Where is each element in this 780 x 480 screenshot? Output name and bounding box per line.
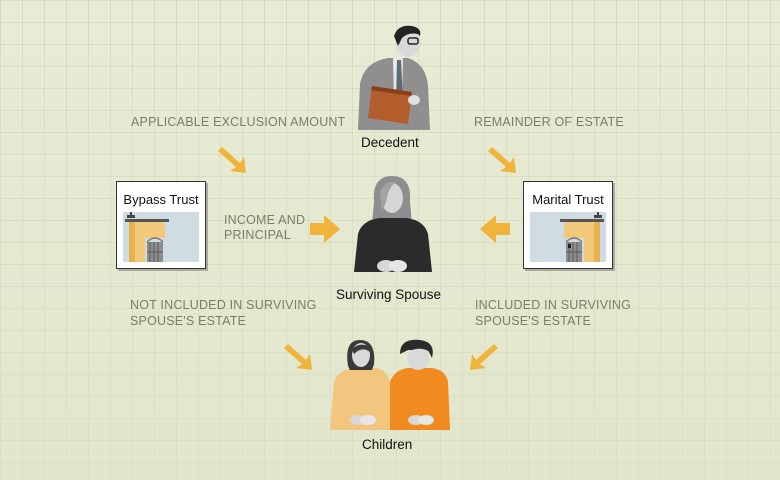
exclusion-label: APPLICABLE EXCLUSION AMOUNT <box>131 115 346 129</box>
income-label-line2: PRINCIPAL <box>224 228 291 242</box>
arrow-marital-to-children-icon <box>470 344 498 370</box>
decedent-figure <box>348 24 438 130</box>
spouse-label: Surviving Spouse <box>336 287 442 302</box>
folder <box>368 86 412 124</box>
arrow-bypass-to-children-icon <box>284 344 312 370</box>
marital-trust-vault-image <box>530 212 606 262</box>
not-included-label-line1: NOT INCLUDED IN SURVIVING <box>130 298 317 312</box>
bypass-trust-vault-image <box>123 212 199 262</box>
surviving-spouse-figure <box>352 172 434 280</box>
remainder-label: REMAINDER OF ESTATE <box>474 115 624 129</box>
included-label-line2: SPOUSE'S ESTATE <box>475 314 592 328</box>
income-label-line1: INCOME AND <box>224 213 306 227</box>
arrow-to-marital-icon <box>488 147 516 173</box>
bypass-trust-title: Bypass Trust <box>123 192 199 207</box>
children-figure <box>328 336 452 432</box>
bypass-trust-card: Bypass Trust <box>116 181 206 269</box>
children-label: Children <box>362 437 413 452</box>
decedent-label: Decedent <box>361 135 419 150</box>
arrow-bypass-to-spouse-icon <box>310 215 340 243</box>
included-label-line1: INCLUDED IN SURVIVING <box>475 298 632 312</box>
arrow-to-bypass-icon <box>218 147 246 173</box>
marital-trust-title: Marital Trust <box>532 192 604 207</box>
not-included-label-line2: SPOUSE'S ESTATE <box>130 314 247 328</box>
arrow-marital-to-spouse-icon <box>480 215 510 243</box>
marital-trust-card: Marital Trust <box>523 181 613 269</box>
